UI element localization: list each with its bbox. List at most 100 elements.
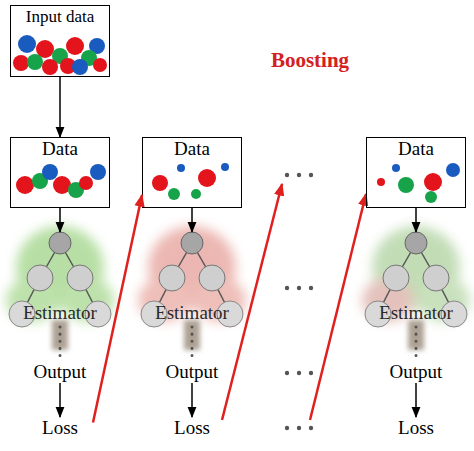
sample-dot [66, 37, 84, 55]
input-box: Input data [10, 5, 110, 77]
node-text: Estimator [155, 303, 229, 323]
node-text: Input data [26, 7, 94, 27]
ellipsis-dot [309, 173, 313, 177]
node-text: Loss [42, 418, 78, 438]
flow-arrow [191, 383, 193, 417]
loss-label: Loss [25, 417, 95, 439]
ellipsis-dot [297, 286, 301, 290]
tree-node [383, 265, 409, 291]
tree-illustration [6, 226, 114, 350]
sample-dot [198, 169, 216, 187]
node-text: Output [34, 362, 87, 382]
node-text: Estimator [379, 303, 453, 323]
sample-dot [93, 58, 107, 72]
boosting-arrow [93, 195, 142, 423]
sample-dot [177, 164, 185, 172]
tree-trunk [408, 320, 424, 350]
tree-node [27, 265, 53, 291]
ellipsis-dot [309, 371, 313, 375]
sample-dot [13, 55, 29, 71]
node-text: Output [390, 362, 443, 382]
title-label: Boosting [250, 48, 370, 73]
ellipsis-dot [309, 286, 313, 290]
flow-arrow [59, 77, 61, 137]
ellipsis-dot [285, 371, 289, 375]
ellipsis-dot [297, 173, 301, 177]
sample-dot [446, 163, 460, 177]
sample-dot [90, 164, 106, 180]
sample-dot [18, 35, 36, 53]
tree-trunk [52, 320, 68, 350]
flow-arrow [59, 208, 61, 232]
sample-dot [191, 189, 201, 199]
tree-node [199, 265, 225, 291]
tree-trunk [184, 320, 200, 350]
tree-node [67, 265, 93, 291]
sample-dot [425, 191, 437, 203]
node-text: Data [398, 139, 434, 159]
node-text: Loss [398, 418, 434, 438]
data-box: Data [366, 137, 466, 208]
output-label: Output [371, 361, 461, 383]
ellipsis-dots [285, 173, 313, 430]
estimator-tree: Estimator [140, 232, 244, 323]
sample-dot [424, 173, 442, 191]
flow-arrow [415, 327, 418, 358]
sample-dot [42, 59, 58, 75]
sample-dot [27, 54, 43, 70]
node-text: Output [166, 362, 219, 382]
sample-dot [72, 59, 88, 75]
flow-arrow [59, 383, 61, 417]
sample-dot [152, 175, 168, 191]
node-text: Estimator [23, 303, 97, 323]
sample-dot [42, 164, 58, 180]
data-box: Data [142, 137, 242, 208]
loss-label: Loss [381, 417, 451, 439]
ellipsis-dot [285, 173, 289, 177]
flow-arrow [191, 208, 193, 232]
ellipsis-dot [309, 426, 313, 430]
sample-dot [16, 176, 34, 194]
loss-label: Loss [157, 417, 227, 439]
ellipsis-dot [285, 286, 289, 290]
ellipsis-dot [297, 426, 301, 430]
node-text: Loss [174, 418, 210, 438]
sample-dots [152, 163, 229, 200]
sample-dot [398, 177, 414, 193]
sample-dot [377, 178, 385, 186]
estimator-tree: Estimator [8, 232, 112, 323]
flow-arrow [415, 383, 417, 417]
estimator-tree: Estimator [364, 232, 468, 323]
flow-arrow [415, 208, 417, 232]
tree-node [405, 232, 427, 254]
flow-arrow [191, 327, 194, 358]
sample-dots [377, 163, 460, 203]
sample-dot [221, 163, 229, 171]
tree-node [181, 232, 203, 254]
boosting-arrow [222, 184, 282, 420]
flow-arrow [59, 327, 62, 358]
boosting-arrow [310, 194, 366, 420]
tree-node [49, 232, 71, 254]
tree-node [159, 265, 185, 291]
sample-dot [392, 164, 400, 172]
node-text: Data [174, 139, 210, 159]
tree-illustration [362, 226, 470, 350]
output-label: Output [147, 361, 237, 383]
ellipsis-dot [285, 426, 289, 430]
ellipsis-dot [297, 371, 301, 375]
output-label: Output [15, 361, 105, 383]
sample-dots [13, 35, 107, 75]
node-text: Data [42, 139, 78, 159]
sample-dot [168, 188, 180, 200]
data-box: Data [10, 137, 110, 208]
sample-dots [16, 164, 106, 198]
sample-dot [79, 176, 93, 190]
tree-node [423, 265, 449, 291]
tree-illustration [138, 226, 246, 350]
